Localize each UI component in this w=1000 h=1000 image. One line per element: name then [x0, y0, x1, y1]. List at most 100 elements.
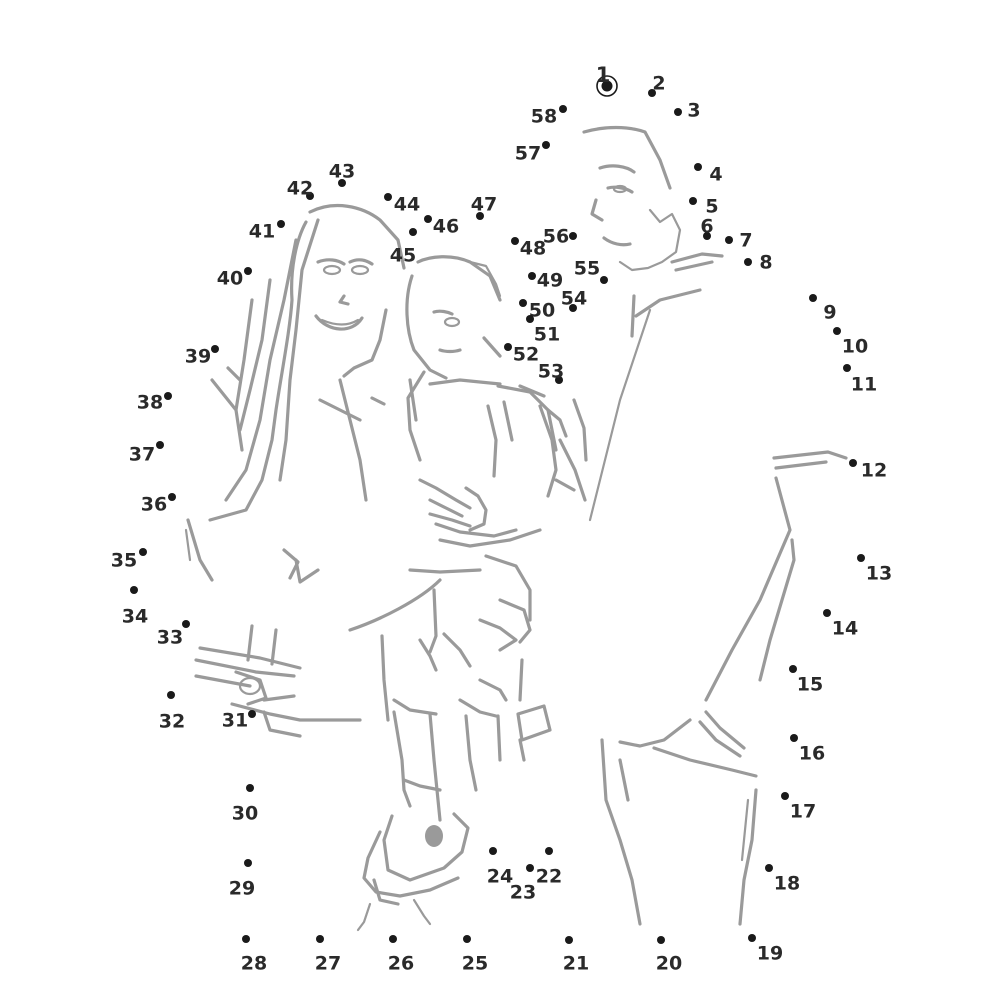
- dot-15[interactable]: [789, 665, 797, 673]
- dot-label-11: 11: [851, 374, 877, 396]
- dot-16[interactable]: [790, 734, 798, 742]
- dot-label-57: 57: [515, 143, 541, 165]
- dot-label-50: 50: [529, 300, 555, 322]
- dot-label-13: 13: [866, 563, 892, 585]
- dot-label-17: 17: [790, 801, 816, 823]
- dot-label-45: 45: [390, 245, 416, 267]
- dot-42[interactable]: [306, 192, 314, 200]
- dot-41[interactable]: [277, 220, 285, 228]
- dot-label-6: 6: [700, 216, 713, 238]
- dot-label-42: 42: [287, 178, 313, 200]
- dot-label-21: 21: [563, 953, 589, 975]
- dot-31[interactable]: [248, 710, 256, 718]
- dot-48[interactable]: [511, 237, 519, 245]
- dot-52[interactable]: [504, 343, 512, 351]
- dot-25[interactable]: [463, 935, 471, 943]
- dot-28[interactable]: [242, 935, 250, 943]
- dot-43[interactable]: [338, 179, 346, 187]
- dot-8[interactable]: [744, 258, 752, 266]
- dot-3[interactable]: [674, 108, 682, 116]
- dot-38[interactable]: [164, 392, 172, 400]
- dot-label-39: 39: [185, 346, 211, 368]
- dot-47[interactable]: [476, 212, 484, 220]
- dot-label-18: 18: [774, 873, 800, 895]
- dot-label-2: 2: [652, 73, 665, 95]
- dot-46[interactable]: [424, 215, 432, 223]
- dot-18[interactable]: [765, 864, 773, 872]
- dot-33[interactable]: [182, 620, 190, 628]
- dot-54[interactable]: [569, 304, 577, 312]
- dot-27[interactable]: [316, 935, 324, 943]
- dot-11[interactable]: [843, 364, 851, 372]
- dot-7[interactable]: [725, 236, 733, 244]
- dot-label-36: 36: [141, 494, 167, 516]
- dot-label-47: 47: [471, 194, 497, 216]
- dot-20[interactable]: [657, 936, 665, 944]
- dot-9[interactable]: [809, 294, 817, 302]
- dot-56[interactable]: [569, 232, 577, 240]
- dot-label-9: 9: [823, 302, 836, 324]
- dot-39[interactable]: [211, 345, 219, 353]
- dot-2[interactable]: [648, 89, 656, 97]
- dot-label-31: 31: [222, 710, 248, 732]
- dot-19[interactable]: [748, 934, 756, 942]
- dot-label-54: 54: [561, 288, 587, 310]
- dot-17[interactable]: [781, 792, 789, 800]
- dot-label-34: 34: [122, 606, 148, 628]
- dot-label-24: 24: [487, 866, 513, 888]
- dot-label-14: 14: [832, 618, 858, 640]
- dot-21[interactable]: [565, 936, 573, 944]
- dot-12[interactable]: [849, 459, 857, 467]
- dot-30[interactable]: [246, 784, 254, 792]
- dot-58[interactable]: [559, 105, 567, 113]
- start-ring-icon: [596, 75, 618, 97]
- dot-label-1: 1: [596, 63, 611, 87]
- family-line-art: [184, 125, 848, 932]
- dot-24[interactable]: [489, 847, 497, 855]
- dot-50[interactable]: [519, 299, 527, 307]
- dot-label-52: 52: [513, 344, 539, 366]
- dot-51[interactable]: [526, 315, 534, 323]
- dot-1[interactable]: [601, 80, 613, 92]
- dot-label-8: 8: [759, 252, 772, 274]
- dot-5[interactable]: [689, 197, 697, 205]
- dot-22[interactable]: [545, 847, 553, 855]
- dot-label-41: 41: [249, 221, 275, 243]
- dot-6[interactable]: [703, 232, 711, 240]
- dot-label-28: 28: [241, 953, 267, 975]
- dot-45[interactable]: [409, 228, 417, 236]
- dot-49[interactable]: [528, 272, 536, 280]
- dot-label-40: 40: [217, 268, 243, 290]
- dot-label-49: 49: [537, 270, 563, 292]
- dot-label-53: 53: [538, 361, 564, 383]
- dot-label-26: 26: [388, 953, 414, 975]
- dot-label-5: 5: [705, 196, 718, 218]
- dot-14[interactable]: [823, 609, 831, 617]
- dot-26[interactable]: [389, 935, 397, 943]
- dot-35[interactable]: [139, 548, 147, 556]
- dot-55[interactable]: [600, 276, 608, 284]
- dot-57[interactable]: [542, 141, 550, 149]
- dot-label-37: 37: [129, 444, 155, 466]
- dot-32[interactable]: [167, 691, 175, 699]
- dot-label-4: 4: [709, 164, 722, 186]
- dot-label-38: 38: [137, 392, 163, 414]
- dot-34[interactable]: [130, 586, 138, 594]
- dot-label-22: 22: [536, 866, 562, 888]
- dot-10[interactable]: [833, 327, 841, 335]
- dot-label-29: 29: [229, 878, 255, 900]
- father-sketch: [558, 125, 848, 926]
- dot-13[interactable]: [857, 554, 865, 562]
- dot-37[interactable]: [156, 441, 164, 449]
- dot-label-25: 25: [462, 953, 488, 975]
- dot-53[interactable]: [555, 376, 563, 384]
- dot-label-16: 16: [799, 743, 825, 765]
- dot-4[interactable]: [694, 163, 702, 171]
- dot-44[interactable]: [384, 193, 392, 201]
- dot-23[interactable]: [526, 864, 534, 872]
- dot-36[interactable]: [168, 493, 176, 501]
- dot-40[interactable]: [244, 267, 252, 275]
- dot-29[interactable]: [244, 859, 252, 867]
